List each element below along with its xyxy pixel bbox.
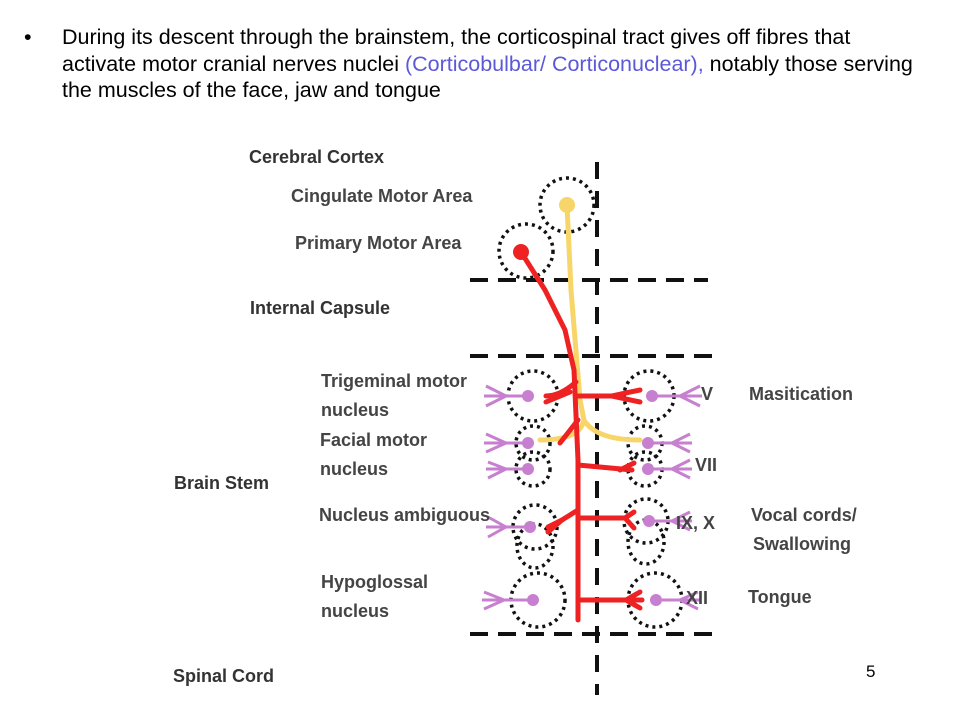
cingulate-soma xyxy=(559,197,575,213)
label-nerve-xii: XII xyxy=(686,588,708,608)
lower-motor-neurons xyxy=(482,384,702,611)
label-nucleus-ambiguous: Nucleus ambiguous xyxy=(319,505,490,525)
corticobulbar-tract xyxy=(518,249,645,623)
label-hypoglossal-2: nucleus xyxy=(321,601,389,621)
bullet-text-part1: During its descent through the brainstem… xyxy=(62,25,851,76)
label-brain-stem: Brain Stem xyxy=(174,473,269,493)
label-swallowing: Swallowing xyxy=(753,534,851,554)
bullet-text-highlight: (Corticobulbar/ Corticonuclear), xyxy=(404,51,704,76)
label-nerve-v: V xyxy=(701,384,713,404)
bullet-text: During its descent through the brainstem… xyxy=(62,24,924,104)
nucleus-circle-left-vii-b xyxy=(514,450,552,488)
label-hypoglossal-1: Hypoglossal xyxy=(321,572,428,592)
label-cingulate-motor-area: Cingulate Motor Area xyxy=(291,186,473,206)
label-internal-capsule: Internal Capsule xyxy=(250,298,390,318)
page-number: 5 xyxy=(866,662,876,681)
label-facial-1: Facial motor xyxy=(320,430,427,450)
primary-soma xyxy=(513,244,529,260)
primary-area-circle xyxy=(497,222,555,280)
lower-motor-neuron-somata xyxy=(522,390,662,606)
label-nerve-vii: VII xyxy=(695,455,717,475)
label-trigeminal-1: Trigeminal motor xyxy=(321,371,467,391)
label-mastication: Masitication xyxy=(749,384,853,404)
label-spinal-cord: Spinal Cord xyxy=(173,666,274,686)
label-trigeminal-2: nucleus xyxy=(321,400,389,420)
label-primary-motor-area: Primary Motor Area xyxy=(295,233,462,253)
label-facial-2: nucleus xyxy=(320,459,388,479)
label-nerve-ix-x: IX, X xyxy=(676,513,715,533)
bullet-marker: • xyxy=(24,25,32,49)
label-tongue: Tongue xyxy=(748,587,812,607)
bullet-text-part2: notably those serving the muscles of the… xyxy=(62,51,913,103)
label-cerebral-cortex: Cerebral Cortex xyxy=(249,147,384,167)
label-vocal-cords: Vocal cords/ xyxy=(751,505,857,525)
nucleus-circle-left-vii-a xyxy=(514,424,552,462)
